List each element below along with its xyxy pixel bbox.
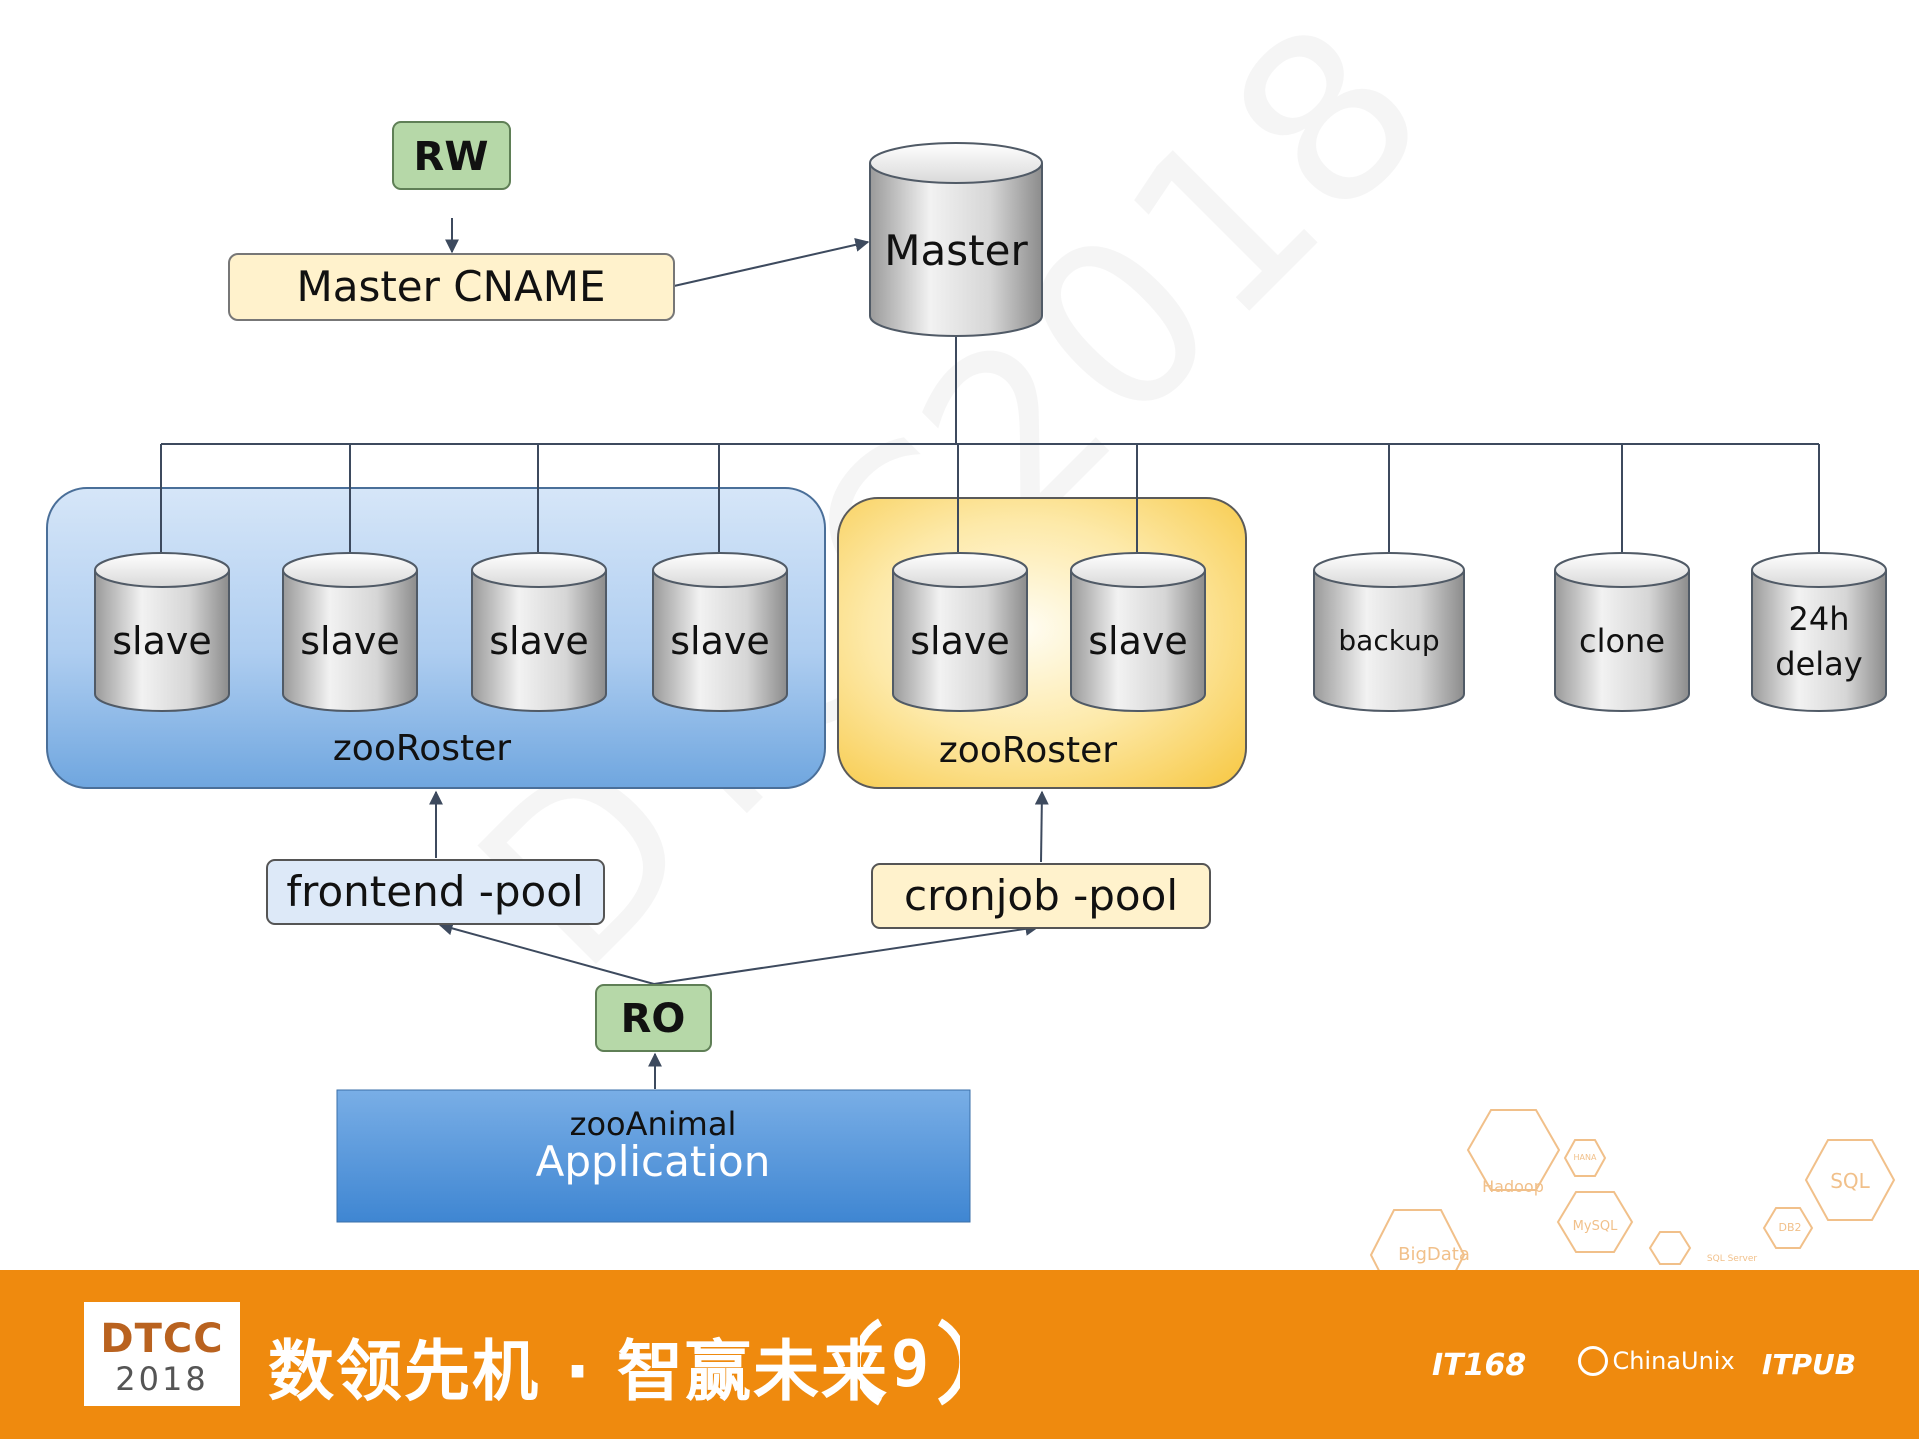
master-label: Master	[884, 226, 1028, 275]
frontend-pool-label: frontend -pool	[286, 867, 583, 916]
slave-db: slave	[652, 552, 788, 712]
backup-label: backup	[1338, 624, 1439, 657]
backup-db: backup	[1313, 552, 1465, 712]
sponsor-chinaunix-text: ChinaUnix	[1612, 1347, 1735, 1375]
chinaunix-icon	[1578, 1346, 1608, 1376]
app-label: Application	[536, 1137, 771, 1186]
slave-db: slave	[94, 552, 230, 712]
master-cname-label: Master CNAME	[296, 262, 605, 311]
application-box: zooAnimal Application	[336, 1089, 971, 1223]
zooroster-group-blue	[46, 487, 826, 789]
dtcc-logo: DTCC 2018	[84, 1302, 240, 1406]
slave-label: slave	[489, 619, 589, 663]
clone-label: clone	[1579, 622, 1665, 660]
decor-tag: SQL Server	[1707, 1254, 1757, 1264]
decor-tag: MySQL	[1573, 1219, 1618, 1234]
slave-label: slave	[300, 619, 400, 663]
slave-label: slave	[1088, 619, 1188, 663]
frontend-pool-box: frontend -pool	[266, 859, 605, 925]
decor-hexagons	[1369, 1109, 1896, 1270]
decor-tag: DB2	[1778, 1221, 1801, 1234]
footer-banner: DTCC 2018 数领先机 · 智赢未来 9 IT168 ChinaUnix …	[0, 1270, 1919, 1439]
master-db: Master	[869, 142, 1043, 337]
app-name-label: zooAnimal	[570, 1105, 737, 1143]
cronjob-pool-label: cronjob -pool	[904, 871, 1178, 920]
rw-label: RW	[414, 134, 489, 180]
badge-number: 9	[891, 1328, 930, 1402]
dtcc-logo-text: DTCC	[100, 1316, 224, 1362]
decor-tag: BigData	[1398, 1244, 1470, 1265]
rw-box: RW	[392, 121, 511, 190]
dtcc-logo-year: 2018	[115, 1360, 209, 1398]
slave-db: slave	[471, 552, 607, 712]
slogan-text: 数领先机 · 智赢未来	[268, 1333, 890, 1410]
zooroster-label-yellow: zooRoster	[939, 730, 1117, 771]
slave-db: slave	[1070, 552, 1206, 712]
ro-label: RO	[621, 996, 686, 1042]
ro-box: RO	[595, 984, 712, 1052]
delay-label-line2: delay	[1775, 645, 1862, 683]
decor-tag: HANA	[1574, 1153, 1597, 1162]
master-cname-box: Master CNAME	[228, 253, 675, 321]
slave-label: slave	[910, 619, 1010, 663]
delay-db: 24h delay	[1751, 552, 1887, 712]
connector-lines	[160, 218, 1820, 1089]
slave-label: slave	[670, 619, 770, 663]
slave-db: slave	[282, 552, 418, 712]
sponsor-chinaunix-logo: ChinaUnix	[1578, 1346, 1735, 1376]
sponsor-it168-logo: IT168	[1432, 1348, 1527, 1383]
decor-tag: Hadoop	[1482, 1177, 1544, 1196]
zooroster-label-blue: zooRoster	[333, 728, 511, 769]
slave-db: slave	[892, 552, 1028, 712]
decor-tag: SQL	[1830, 1169, 1870, 1193]
delay-label-line1: 24h	[1789, 600, 1850, 638]
badge-nine: 9	[860, 1318, 960, 1406]
sponsor-itpub-logo: ITPUB	[1762, 1348, 1857, 1381]
slave-label: slave	[112, 619, 212, 663]
clone-db: clone	[1554, 552, 1690, 712]
cronjob-pool-box: cronjob -pool	[871, 863, 1211, 929]
